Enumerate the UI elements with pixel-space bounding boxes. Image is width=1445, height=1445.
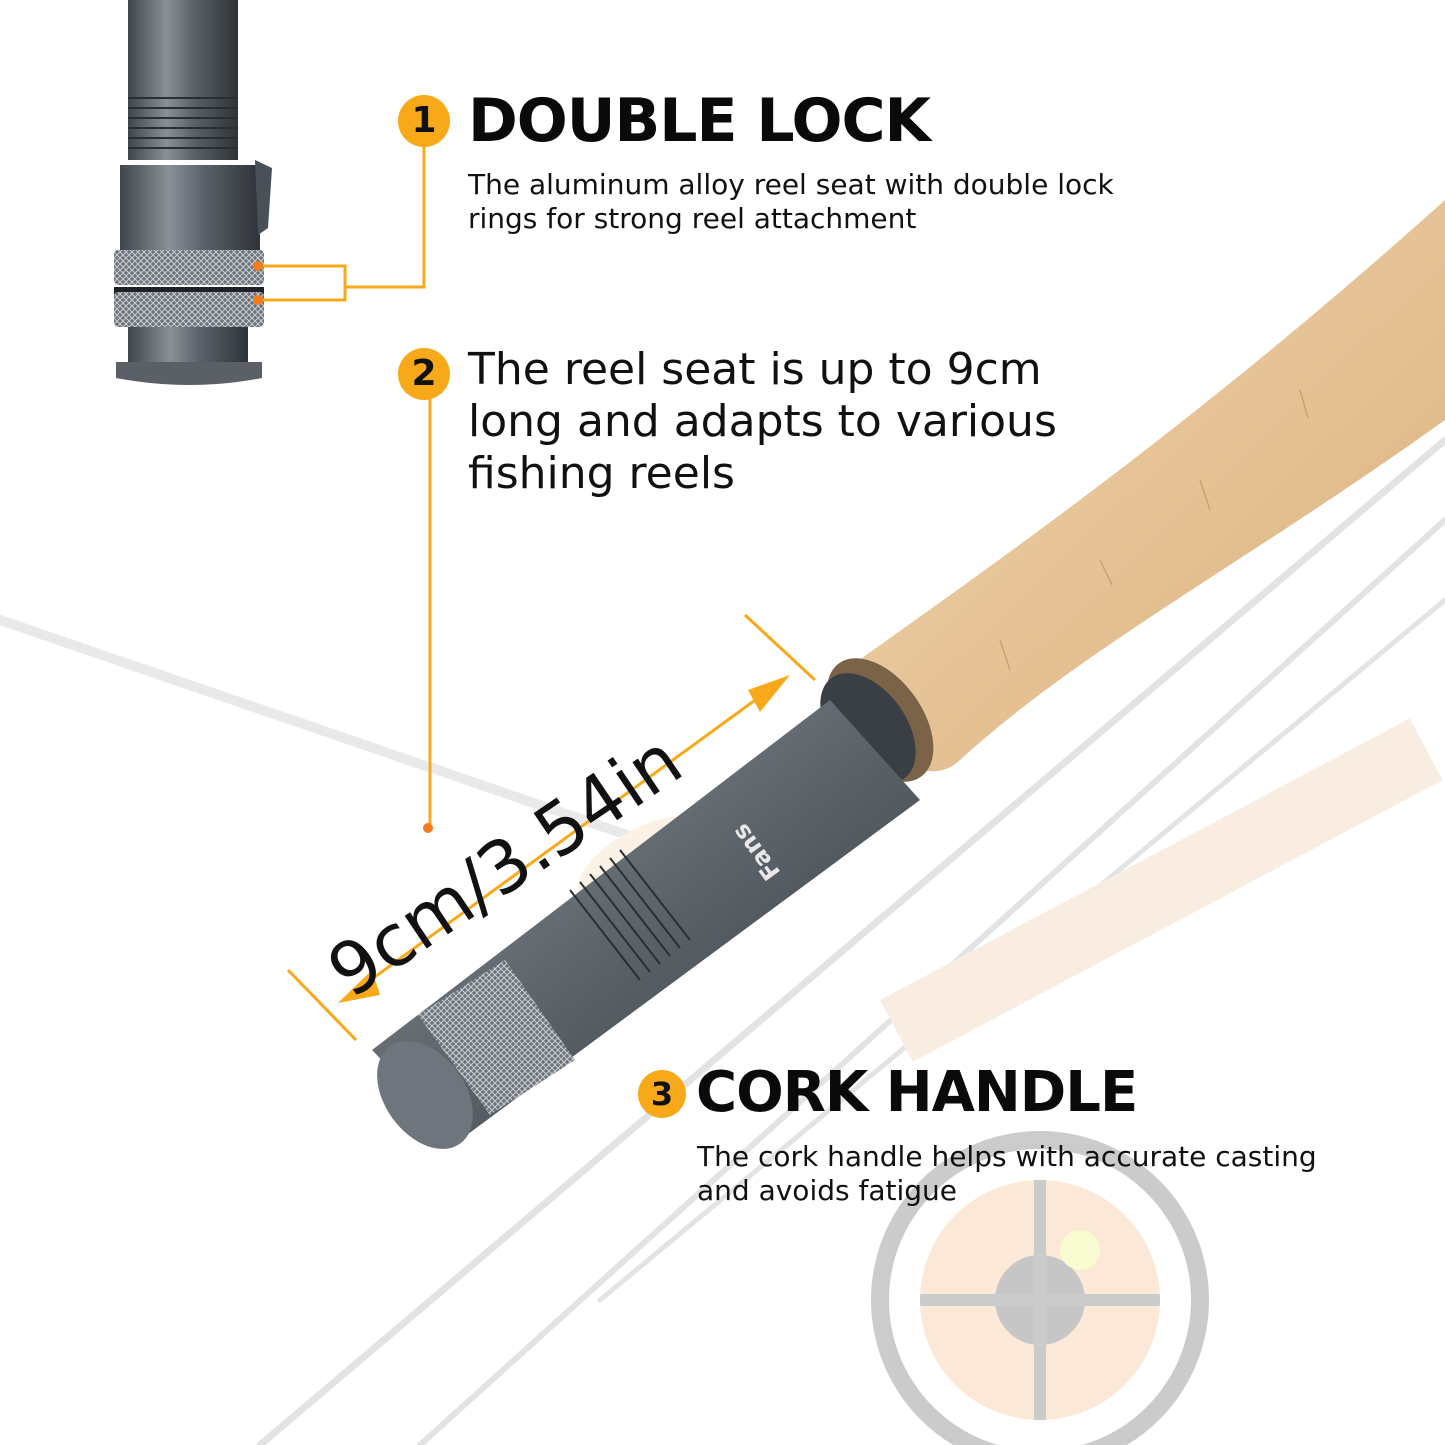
feature-3-description: The cork handle helps with accurate cast… [697,1140,1317,1208]
feature-1-badge: 1 [398,95,450,147]
fishing-reel-icon [871,1131,1209,1445]
feature-3-description-line: The cork handle helps with accurate cast… [697,1140,1317,1173]
feature-1-description: The aluminum alloy reel seat with double… [468,168,1114,236]
feature-2-description-line: The reel seat is up to 9cm [468,344,1042,395]
feature-3-badge: 3 [638,1070,686,1118]
feature-1-description-line: rings for strong reel attachment [468,202,917,236]
arrow-head-icon [338,970,380,1003]
feature-2-description-line: long and adapts to various [468,395,1057,447]
feature-1-title: DOUBLE LOCK [468,86,931,156]
feature-2-description-line: fishing reels [468,447,735,499]
arrow-head-icon [748,675,790,712]
feature-2-badge: 2 [398,348,450,400]
feature-2-description: The reel seat is up to 9cm long and adap… [468,344,1057,500]
feature-3-title: CORK HANDLE [696,1060,1138,1125]
feature-3-description-line: and avoids fatigue [697,1174,957,1208]
feature-1-description-line: The aluminum alloy reel seat with double… [468,168,1114,201]
